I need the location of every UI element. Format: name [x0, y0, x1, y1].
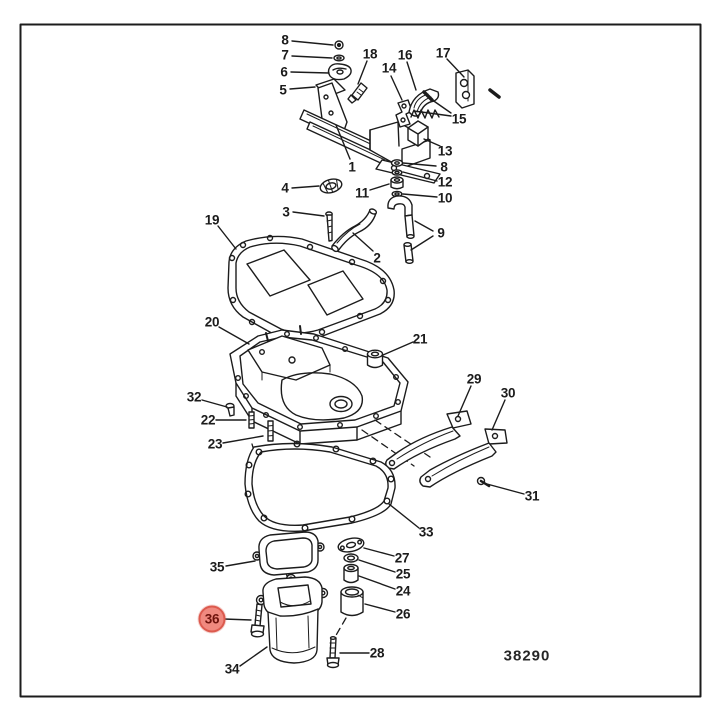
figure-part-number: 38290 [503, 647, 551, 665]
callout-27[interactable]: 27 [394, 550, 410, 566]
part-8b-washer [390, 159, 404, 167]
callout-33[interactable]: 33 [418, 524, 434, 540]
part-31-screw [476, 476, 491, 488]
callout-26[interactable]: 26 [395, 606, 411, 622]
part-8-screw [334, 40, 344, 50]
part-7-washer [333, 54, 345, 62]
callout-14[interactable]: 14 [381, 60, 397, 76]
part-9-tubes [387, 195, 415, 265]
callout-6[interactable]: 6 [280, 64, 288, 80]
part-1-bracket [299, 82, 441, 184]
part-12-washer [391, 169, 403, 176]
leader-lines [201, 40, 525, 667]
callout-9[interactable]: 9 [437, 225, 445, 241]
part-2-tube [331, 208, 378, 253]
callout-29[interactable]: 29 [466, 371, 482, 387]
callout-36[interactable]: 36 [198, 605, 226, 633]
callout-25[interactable]: 25 [395, 566, 411, 582]
callout-12[interactable]: 12 [437, 174, 453, 190]
part-17-bracket [455, 69, 475, 109]
callout-30[interactable]: 30 [500, 385, 516, 401]
part-35-gasket [252, 531, 325, 585]
part-28-bolt [326, 636, 340, 669]
part-23-stud [267, 420, 274, 442]
callout-7[interactable]: 7 [281, 47, 289, 63]
part-4-clamp [319, 178, 343, 194]
callout-13[interactable]: 13 [437, 143, 453, 159]
part-21-bushing [366, 349, 384, 369]
part-34-canister [255, 576, 329, 664]
part-30-bracket [419, 428, 508, 488]
callout-23[interactable]: 23 [207, 436, 223, 452]
part-11-nut [390, 176, 404, 190]
callout-17[interactable]: 17 [435, 45, 451, 61]
callout-11[interactable]: 11 [355, 185, 369, 201]
callout-8a[interactable]: 8 [281, 32, 289, 48]
callout-24[interactable]: 24 [395, 583, 411, 599]
part-18-bolt [347, 82, 368, 104]
callout-35[interactable]: 35 [209, 559, 225, 575]
part-33-gasket [244, 440, 396, 532]
callout-10[interactable]: 10 [437, 190, 453, 206]
callout-3[interactable]: 3 [282, 204, 290, 220]
callout-28[interactable]: 28 [369, 645, 385, 661]
callout-32[interactable]: 32 [186, 389, 202, 405]
callout-5[interactable]: 5 [279, 82, 287, 98]
callout-31[interactable]: 31 [524, 488, 540, 504]
part-27-flange [337, 537, 365, 553]
part-26-sleeve [340, 586, 364, 617]
callout-8b[interactable]: 8 [440, 159, 448, 175]
part-25-washer [343, 553, 359, 563]
callout-16[interactable]: 16 [397, 47, 413, 63]
part-6-mount [327, 63, 352, 81]
part-36-bolt [250, 603, 265, 638]
part-22-stud [248, 411, 255, 429]
part-3-screw [325, 211, 333, 242]
callout-18[interactable]: 18 [362, 46, 378, 62]
callout-2[interactable]: 2 [373, 250, 381, 266]
callout-1[interactable]: 1 [348, 159, 356, 175]
callout-4[interactable]: 4 [281, 180, 289, 196]
page-border [19, 23, 702, 698]
callout-21[interactable]: 21 [412, 331, 428, 347]
part-24-bushing [343, 563, 359, 584]
part-20-plate [229, 325, 409, 445]
callout-34[interactable]: 34 [224, 661, 240, 677]
callout-19[interactable]: 19 [204, 212, 220, 228]
part-29-bracket [385, 410, 472, 470]
callout-15[interactable]: 15 [451, 111, 467, 127]
part-13-nut [407, 120, 429, 147]
part-19-gasket [227, 234, 395, 342]
part-32-screw [225, 402, 235, 417]
callout-20[interactable]: 20 [204, 314, 220, 330]
callout-22[interactable]: 22 [200, 412, 216, 428]
part-14-bracket [395, 99, 413, 128]
